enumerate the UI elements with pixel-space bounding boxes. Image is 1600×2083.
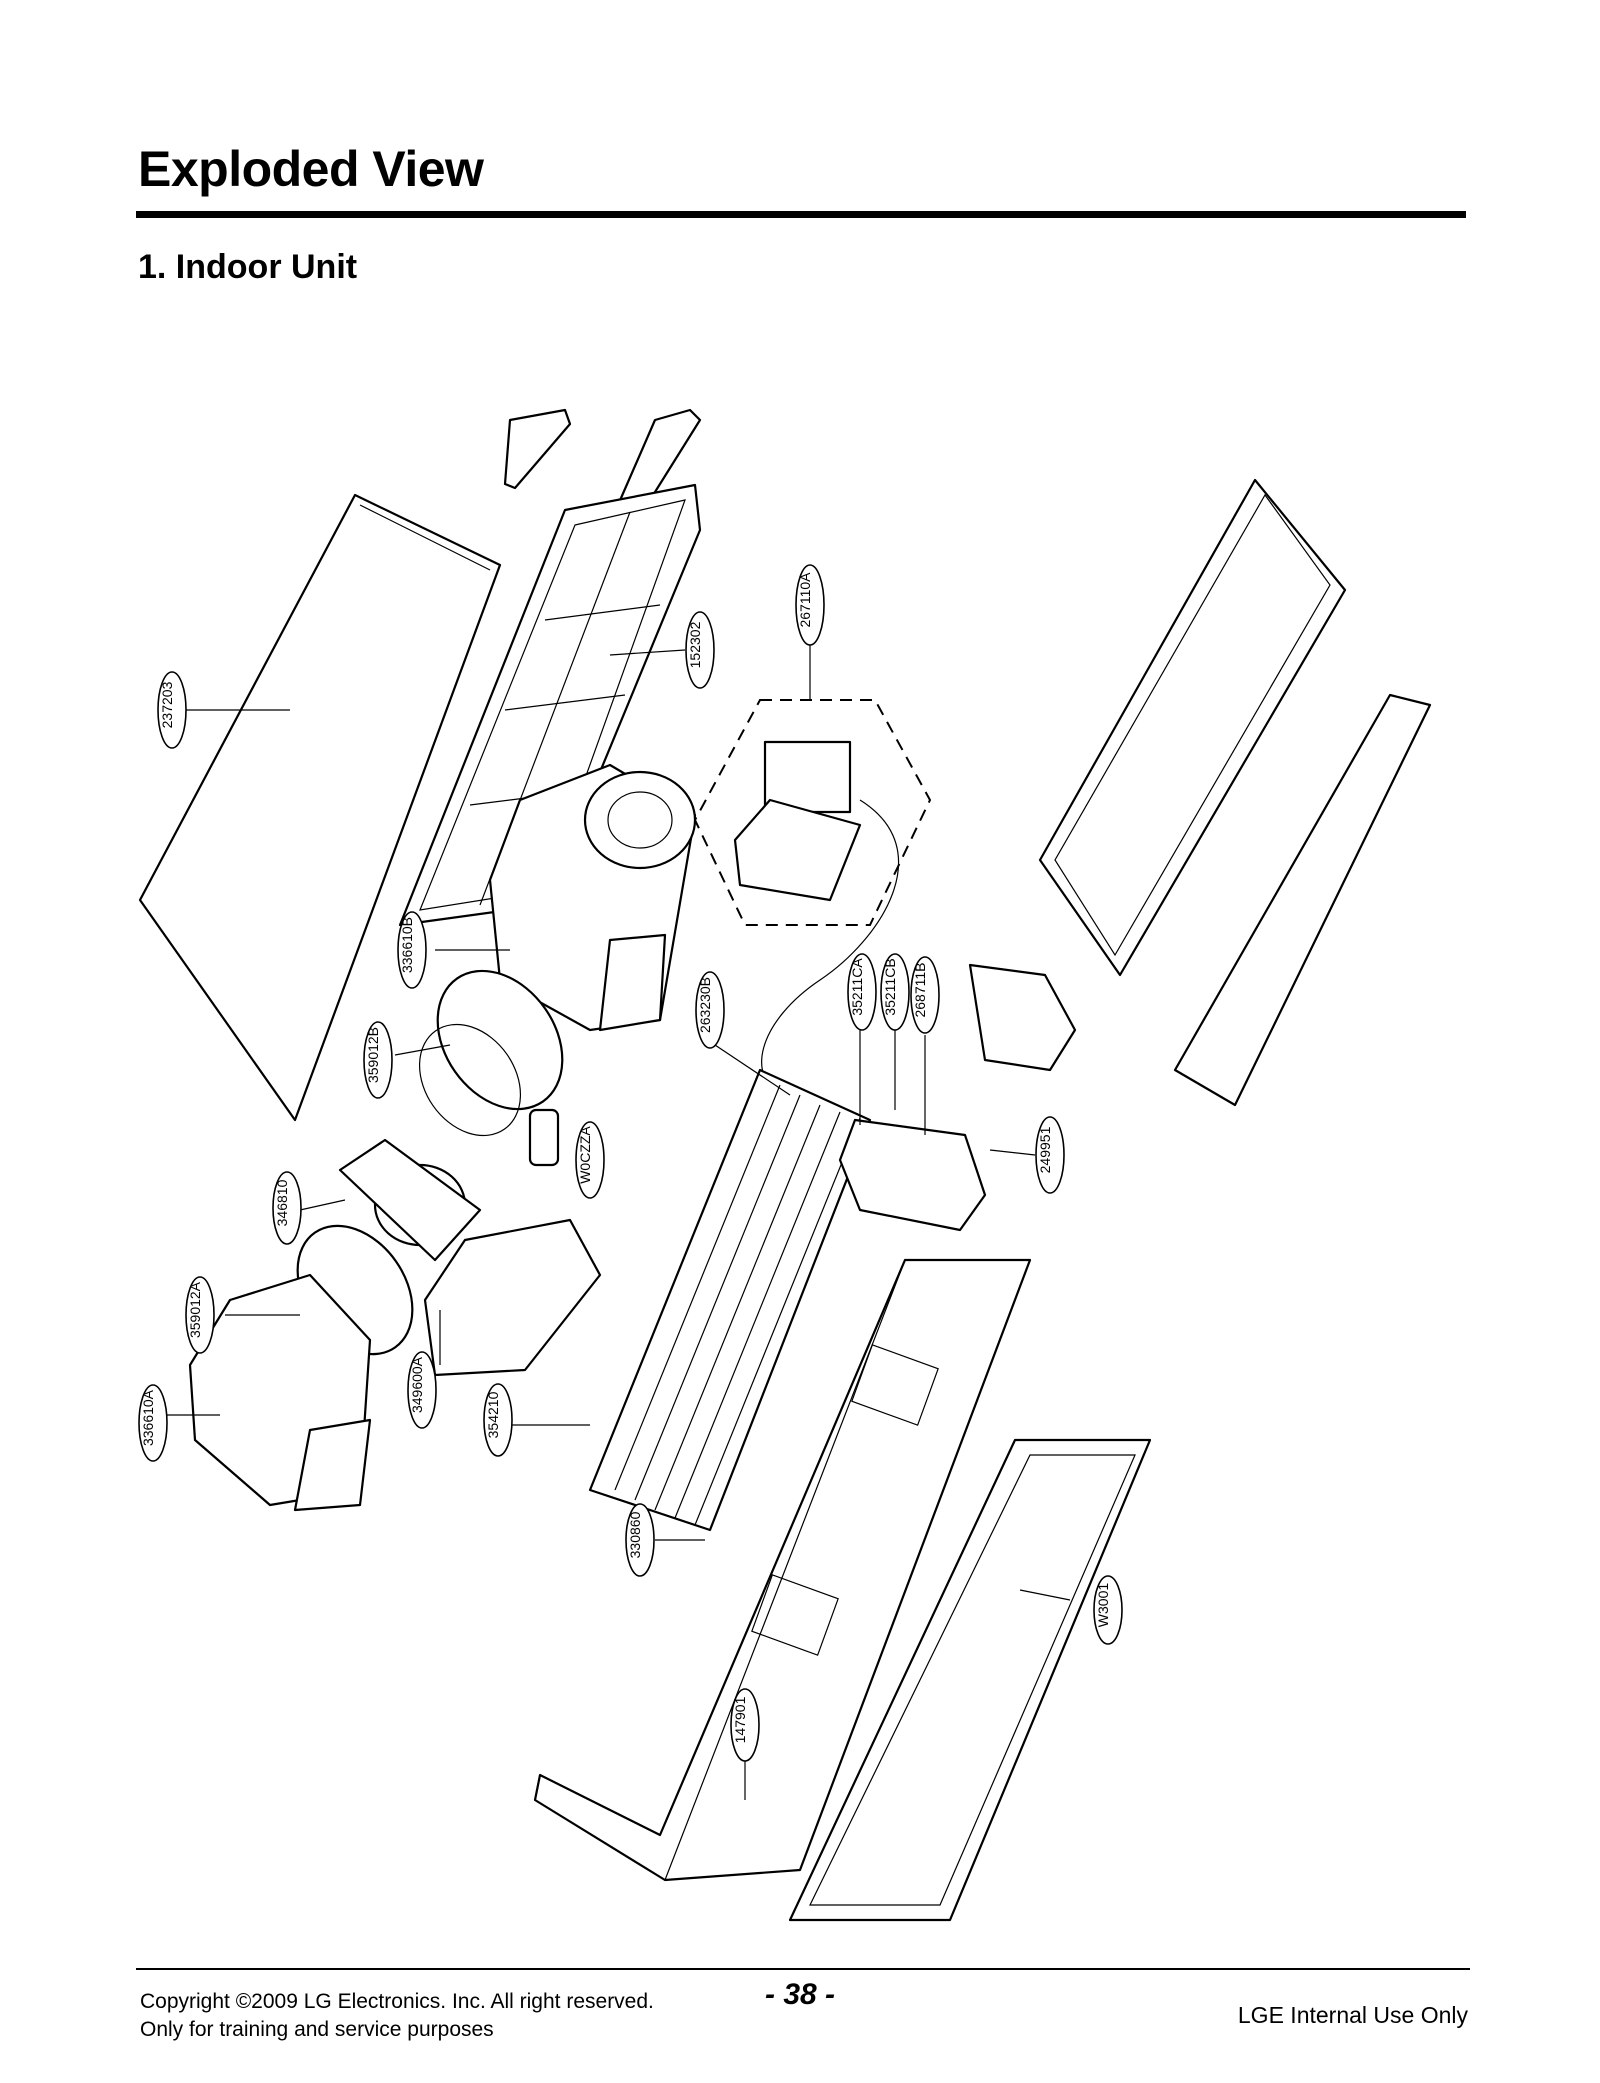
- page-title: Exploded View: [138, 141, 484, 197]
- front-panel-upper: [1038, 478, 1347, 977]
- svg-text:354210: 354210: [485, 1391, 501, 1438]
- svg-text:359012B: 359012B: [365, 1027, 381, 1083]
- svg-text:W0CZZA: W0CZZA: [577, 1126, 593, 1184]
- section-title: 1. Indoor Unit: [138, 248, 358, 286]
- svg-text:336610B: 336610B: [399, 917, 415, 973]
- remote-controller: [763, 740, 852, 814]
- svg-text:349600A: 349600A: [409, 1356, 425, 1413]
- callout-268711B: 268711B: [910, 956, 940, 1034]
- svg-text:35211CA: 35211CA: [849, 958, 865, 1016]
- air-filter: [398, 483, 702, 927]
- callout-346810: 346810: [272, 1171, 302, 1245]
- callout-359012B: 359012B: [363, 1021, 393, 1099]
- title-rule: [136, 211, 1466, 218]
- callout-147901: 147901: [730, 1688, 760, 1762]
- svg-text:249951: 249951: [1037, 1126, 1053, 1173]
- callout-35211CB: 35211CB: [880, 953, 910, 1031]
- svg-text:359012A: 359012A: [187, 1281, 203, 1338]
- fan-wheel-upper: [436, 969, 564, 1111]
- svg-text:268711B: 268711B: [912, 962, 928, 1017]
- top-panel: [138, 493, 502, 1122]
- capacitor: [528, 1108, 560, 1167]
- footer-copyright: Copyright ©2009 LG Electronics. Inc. All…: [140, 1988, 654, 2044]
- callout-336610A: 336610A: [138, 1384, 168, 1462]
- svg-text:147901: 147901: [732, 1696, 748, 1743]
- svg-text:W3001: W3001: [1095, 1583, 1111, 1628]
- top-rail: [616, 408, 702, 507]
- motor-mount: [423, 1218, 602, 1377]
- callout-W3001: W3001: [1093, 1575, 1123, 1645]
- callout-330860: 330860: [625, 1503, 655, 1577]
- svg-text:267110A: 267110A: [797, 572, 813, 628]
- svg-text:336610A: 336610A: [140, 1389, 156, 1446]
- svg-text:330860: 330860: [627, 1511, 643, 1558]
- control-box: [838, 1118, 987, 1232]
- svg-text:35211CB: 35211CB: [882, 958, 898, 1015]
- copyright-text: Copyright ©2009 LG Electronics. Inc. All…: [140, 1990, 654, 2013]
- front-panel-lower: [1173, 693, 1432, 1107]
- purpose-text: Only for training and service purposes: [140, 2018, 494, 2041]
- page-number: - 38 -: [765, 1978, 836, 2011]
- housing-ring: [583, 770, 697, 870]
- svg-text:346810: 346810: [274, 1179, 290, 1226]
- callout-263230B: 263230B: [695, 971, 725, 1049]
- svg-text:237203: 237203: [159, 681, 175, 728]
- callout-349600A: 349600A: [407, 1351, 437, 1429]
- svg-text:152302: 152302: [687, 621, 703, 668]
- frame: [788, 1438, 1152, 1922]
- callout-359012A: 359012A: [185, 1276, 215, 1354]
- internal-use-label: LGE Internal Use Only: [1237, 2002, 1468, 2028]
- callout-267110A: 267110A: [795, 564, 825, 646]
- callout-35211CA: 35211CA: [847, 953, 877, 1031]
- callout-152302: 152302: [685, 611, 715, 689]
- heat-exchanger: [588, 1068, 872, 1532]
- callout-237203: 237203: [157, 671, 187, 749]
- callout-354210: 354210: [483, 1383, 513, 1457]
- callout-336610B: 336610B: [397, 911, 427, 989]
- svg-text:263230B: 263230B: [697, 977, 713, 1033]
- exploded-view-diagram: 237203 152302 267110A 336610B 359012B 35…: [138, 408, 1432, 1922]
- top-bracket: [503, 408, 572, 490]
- footer-rule: [136, 1968, 1470, 1970]
- callout-W0CZZA: W0CZZA: [575, 1121, 605, 1199]
- callout-249951: 249951: [1035, 1116, 1065, 1194]
